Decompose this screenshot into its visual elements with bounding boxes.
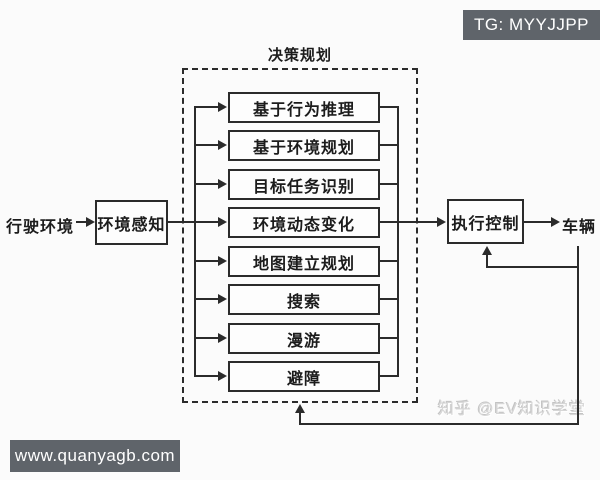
- connector-line: [196, 106, 219, 108]
- connector-line: [196, 144, 219, 146]
- connector-line: [380, 183, 398, 185]
- output-label-vehicle: 车辆: [562, 219, 597, 236]
- arrow-right-icon: [218, 140, 227, 150]
- connector-line: [380, 298, 398, 300]
- telegram-badge: TG: MYYJJPP: [463, 10, 600, 40]
- planner-group-title: 决策规划: [267, 47, 332, 64]
- arrow-right-icon: [86, 217, 95, 227]
- connector-line: [486, 254, 488, 268]
- connector-line: [76, 221, 89, 223]
- planner-box-environment-dynamic-change: 环境动态变化: [228, 207, 380, 238]
- connector-line: [577, 246, 579, 425]
- planner-box-environment-planning: 基于环境规划: [228, 130, 380, 161]
- connector-line: [380, 375, 398, 377]
- connector-line: [380, 106, 398, 108]
- connector-line: [380, 260, 398, 262]
- connector-line: [524, 221, 552, 223]
- arrow-right-icon: [551, 217, 560, 227]
- arrow-right-icon: [437, 217, 446, 227]
- arrow-right-icon: [218, 217, 227, 227]
- connector-line: [196, 183, 219, 185]
- connector-line: [486, 266, 579, 268]
- arrow-right-icon: [218, 179, 227, 189]
- website-badge: www.quanyagb.com: [10, 440, 180, 472]
- arrow-right-icon: [218, 333, 227, 343]
- arrow-right-icon: [218, 256, 227, 266]
- planner-box-roaming: 漫游: [228, 323, 380, 354]
- connector-line: [299, 413, 301, 425]
- node-environment-perception: 环境感知: [95, 200, 168, 245]
- arrow-right-icon: [218, 294, 227, 304]
- arrow-right-icon: [218, 102, 227, 112]
- input-label-driving-environment: 行驶环境: [6, 219, 75, 236]
- connector-line: [196, 298, 219, 300]
- node-execution-control: 执行控制: [447, 199, 524, 244]
- connector-line: [397, 106, 399, 377]
- planner-dashed-box: [182, 68, 418, 403]
- planner-box-map-building-planning: 地图建立规划: [228, 246, 380, 277]
- connector-line: [196, 337, 219, 339]
- connector-line: [196, 221, 219, 223]
- connector-line: [300, 423, 579, 425]
- connector-line: [380, 144, 398, 146]
- arrow-up-icon: [295, 404, 305, 413]
- planner-box-goal-task-recognition: 目标任务识别: [228, 169, 380, 200]
- zhihu-watermark: 知乎 @EV知识学堂: [438, 401, 587, 418]
- connector-line: [397, 221, 438, 223]
- planner-box-search: 搜索: [228, 284, 380, 315]
- connector-line: [380, 221, 398, 223]
- connector-line: [380, 337, 398, 339]
- arrow-right-icon: [218, 371, 227, 381]
- arrow-up-icon: [482, 246, 492, 255]
- planner-box-behavior-reasoning: 基于行为推理: [228, 92, 380, 123]
- connector-line: [194, 106, 196, 377]
- planner-box-obstacle-avoidance: 避障: [228, 361, 380, 392]
- connector-line: [196, 260, 219, 262]
- connector-line: [196, 375, 219, 377]
